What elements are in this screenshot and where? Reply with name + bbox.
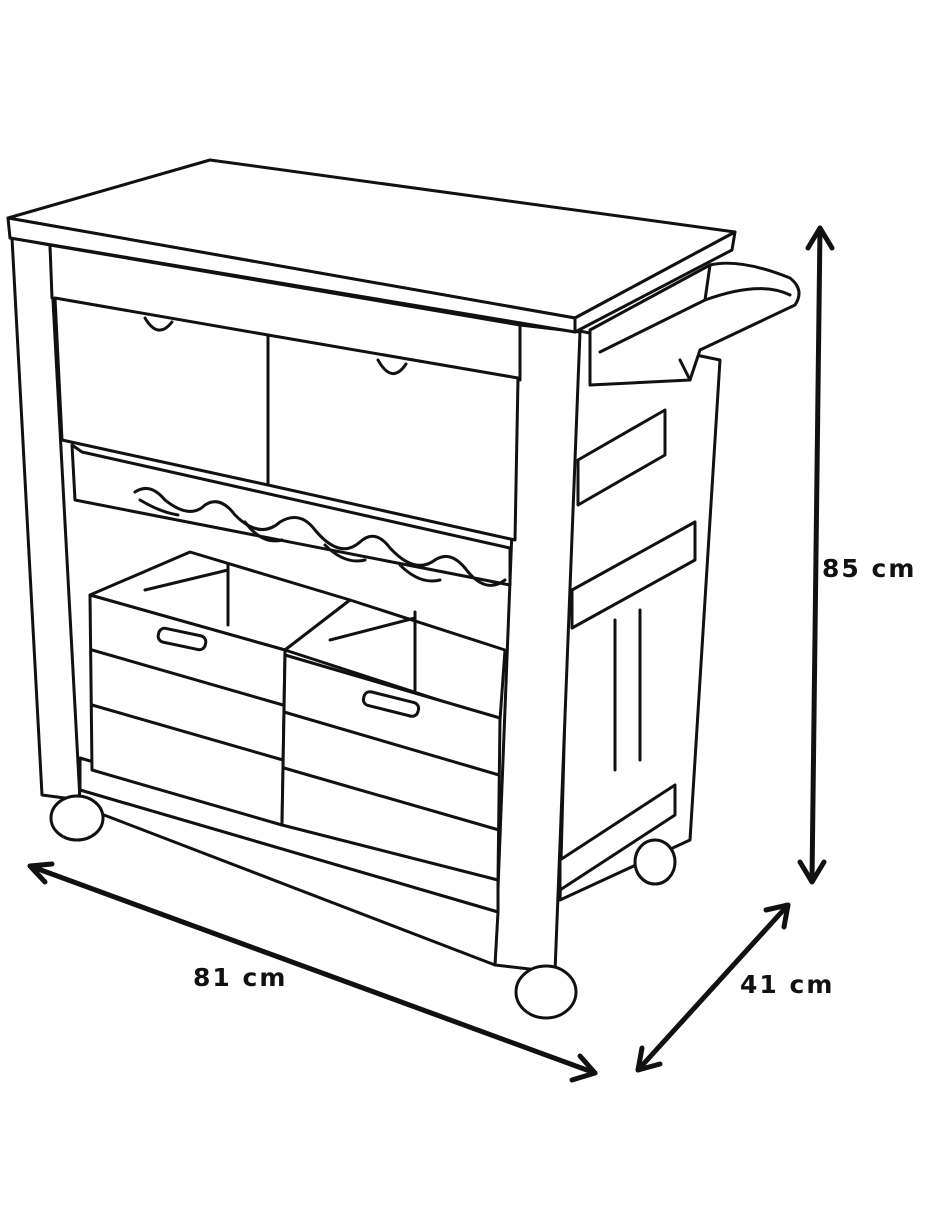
height-label: 85 cm <box>822 554 917 583</box>
wheel-front-left <box>49 794 105 842</box>
height-arrow <box>797 225 835 885</box>
side-slat-upper <box>576 408 667 507</box>
wine-rack-rail <box>70 443 512 587</box>
wine-rack-waves <box>133 486 507 587</box>
depth-label: 41 cm <box>740 970 835 999</box>
side-slat-middle <box>570 520 697 630</box>
apron <box>48 243 522 382</box>
crate-right <box>280 598 507 882</box>
crate-right-handle <box>361 690 421 718</box>
depth-arrow <box>635 902 791 1073</box>
countertop-side-edge <box>573 230 737 334</box>
crate-left-handle <box>156 626 208 652</box>
drawer-right-pull <box>376 358 408 375</box>
width-label: 81 cm <box>193 963 288 992</box>
drawer-left-pull <box>143 316 174 332</box>
wheel-back-right <box>633 838 677 886</box>
cart-body <box>6 158 801 1020</box>
width-arrow <box>27 861 598 1083</box>
wheel-front-right <box>514 964 578 1020</box>
towel-handle <box>588 261 801 387</box>
drawer-right <box>266 333 520 542</box>
